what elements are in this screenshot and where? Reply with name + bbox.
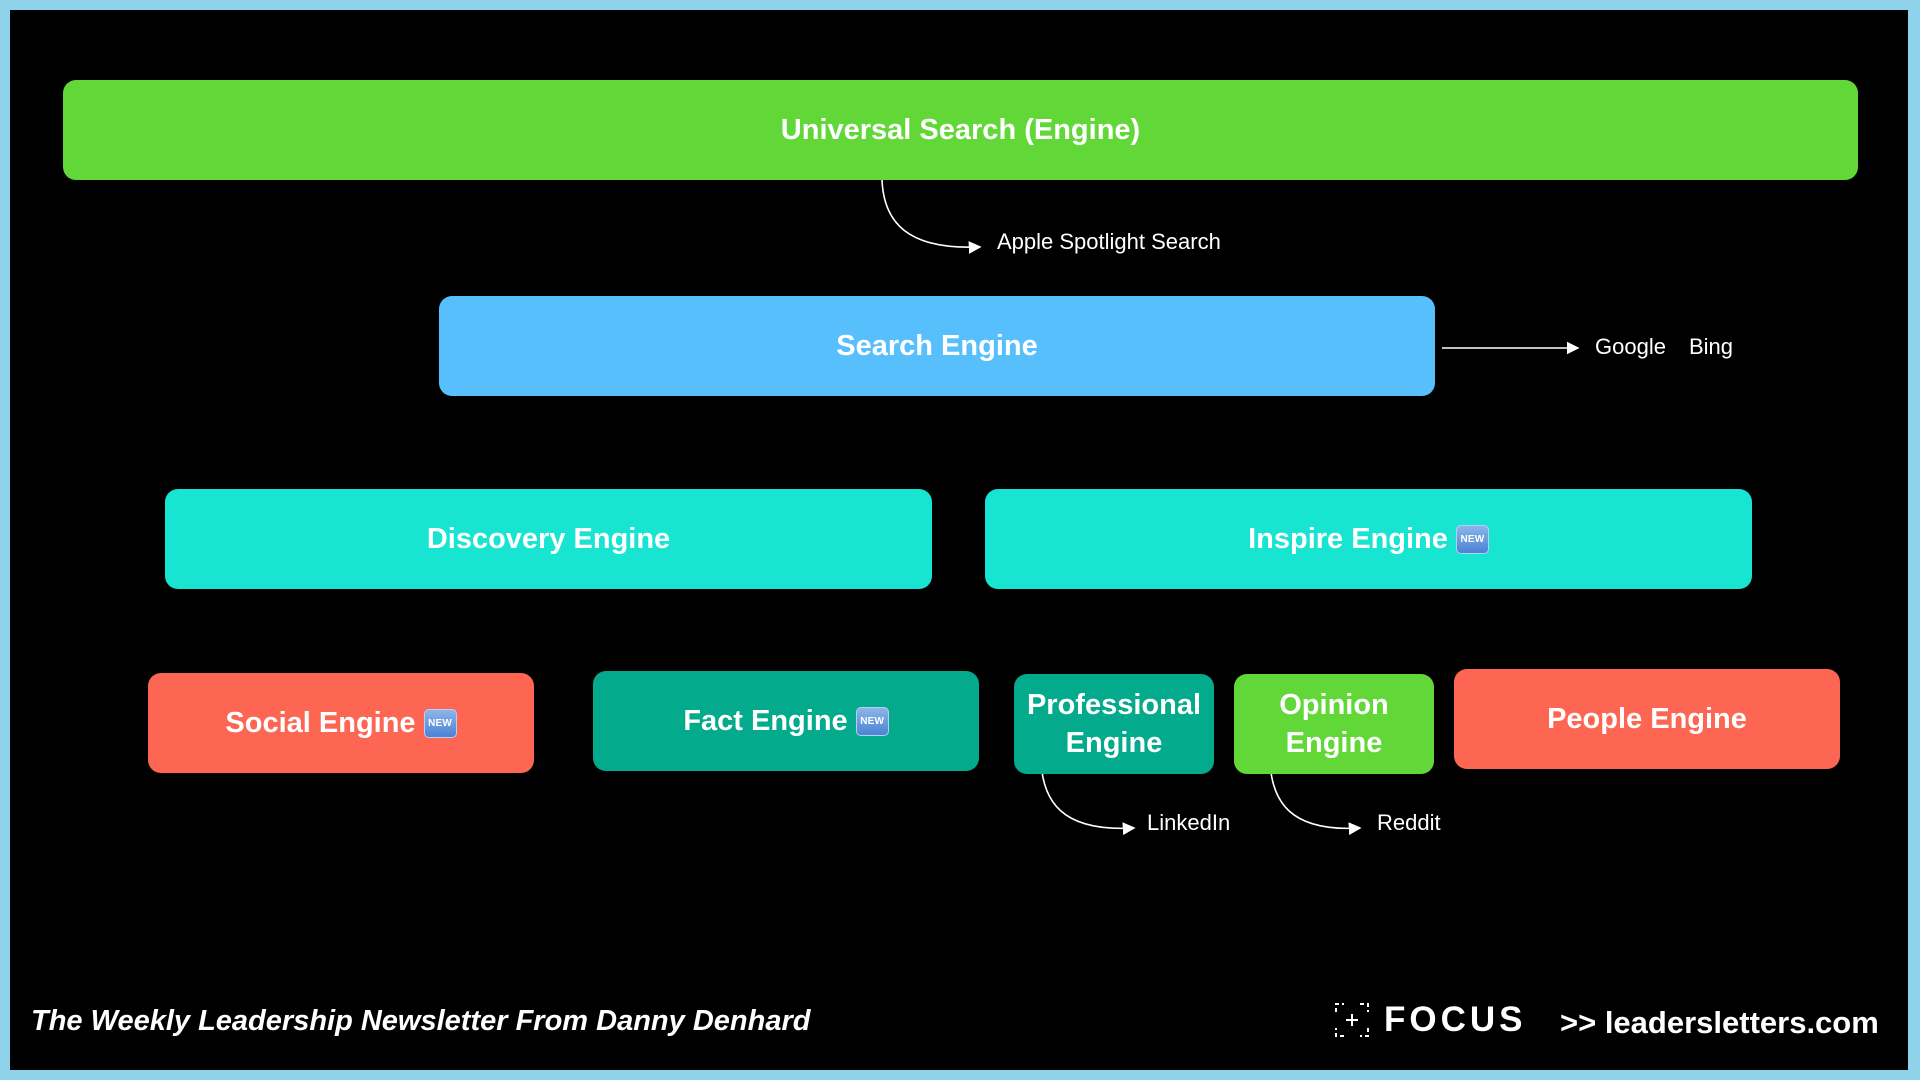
inspire-engine-label: Inspire Engine xyxy=(1248,523,1448,555)
diagram-canvas: Universal Search (Engine) Apple Spotligh… xyxy=(10,10,1908,1070)
opinion-engine-box: Opinion Engine xyxy=(1234,674,1434,774)
universal-search-label: Universal Search (Engine) xyxy=(780,114,1141,146)
social-engine-box: Social Engine NEW xyxy=(148,673,534,773)
bing-label: Bing xyxy=(1689,334,1734,359)
new-badge-icon: NEW xyxy=(423,708,457,738)
spotlight-connector xyxy=(881,169,982,254)
focus-logo: FOCUS xyxy=(1334,1000,1527,1040)
new-badge-icon: NEW xyxy=(855,706,889,736)
professional-engine-label-line2: Engine xyxy=(1065,727,1163,759)
discovery-engine-box: Discovery Engine xyxy=(165,489,932,589)
spotlight-label: Apple Spotlight Search xyxy=(997,229,1221,254)
people-engine-box: People Engine xyxy=(1454,669,1840,769)
people-engine-label: People Engine xyxy=(1547,703,1747,735)
professional-engine-box: Professional Engine xyxy=(1014,674,1214,774)
fact-engine-label: Fact Engine xyxy=(683,705,848,737)
google-label: Google xyxy=(1595,334,1666,359)
inspire-engine-box: Inspire Engine NEW xyxy=(985,489,1752,589)
search-engine-box: Search Engine xyxy=(439,296,1435,396)
fact-engine-box: Fact Engine NEW xyxy=(593,671,979,771)
focus-brand: FOCUS xyxy=(1384,1000,1527,1039)
opinion-engine-label-line2: Engine xyxy=(1285,727,1383,759)
site-link[interactable]: >> leadersletters.com xyxy=(1560,1005,1879,1040)
opinion-engine-label-line1: Opinion xyxy=(1279,689,1389,721)
newsletter-tagline: The Weekly Leadership Newsletter From Da… xyxy=(31,1005,811,1037)
professional-engine-label-line1: Professional xyxy=(1026,689,1202,721)
discovery-engine-label: Discovery Engine xyxy=(426,523,671,555)
reddit-label: Reddit xyxy=(1377,810,1441,835)
social-engine-label: Social Engine xyxy=(225,707,416,739)
universal-search-box: Universal Search (Engine) xyxy=(63,80,1858,180)
search-engine-label: Search Engine xyxy=(836,330,1038,362)
focus-brackets-icon xyxy=(1334,1002,1370,1038)
linkedin-label: LinkedIn xyxy=(1147,810,1231,835)
new-badge-icon: NEW xyxy=(1455,524,1489,554)
